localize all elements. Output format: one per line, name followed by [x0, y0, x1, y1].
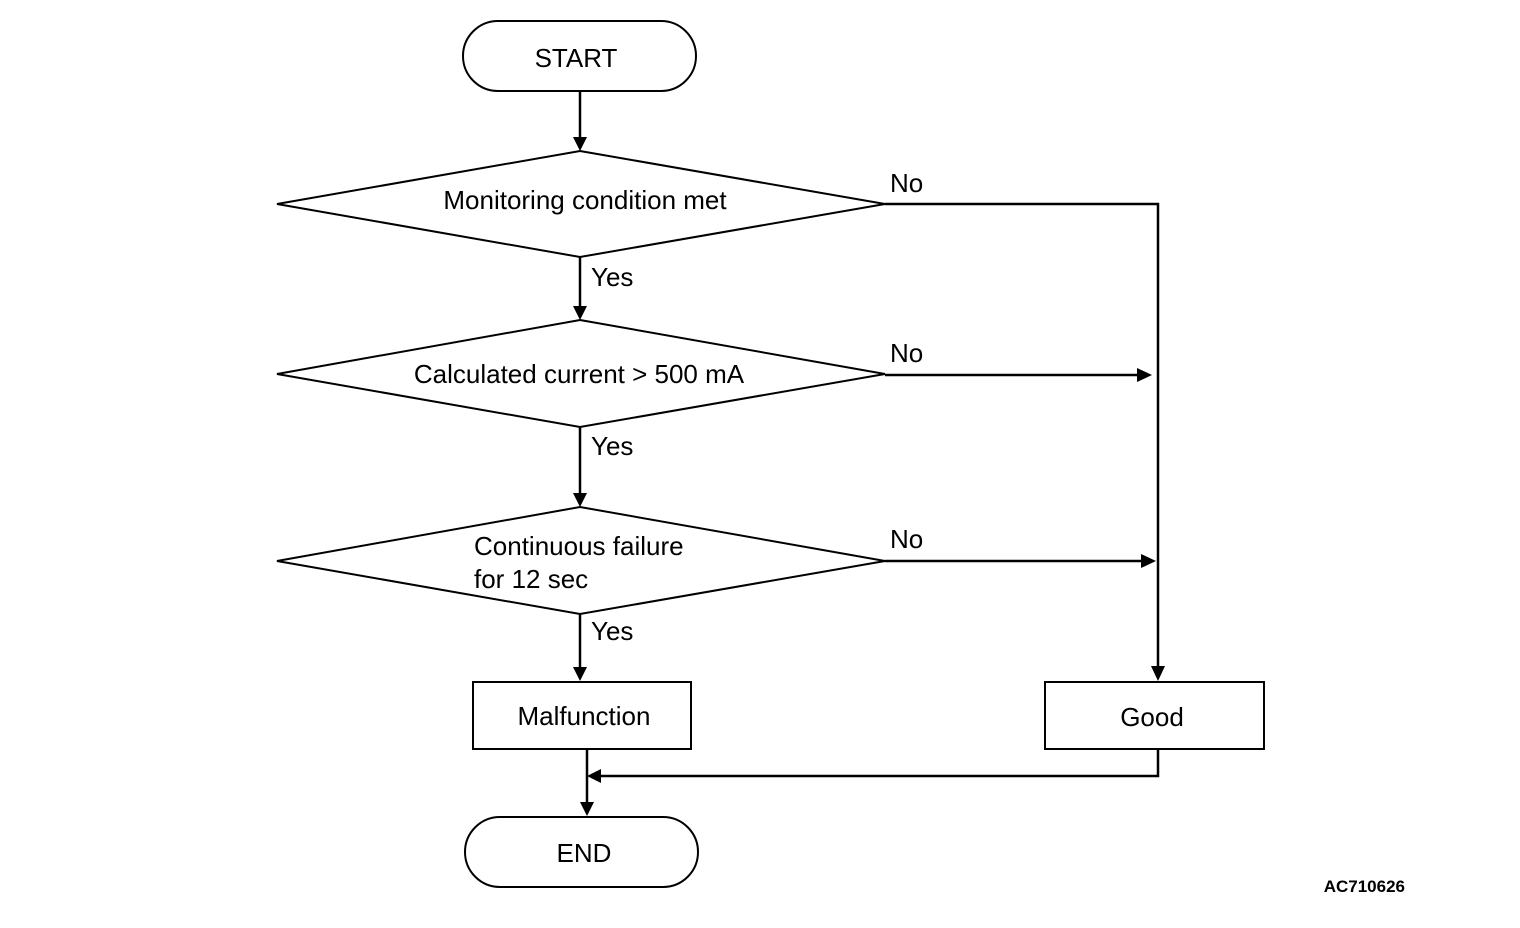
arrow-decision-1-no — [885, 202, 1160, 667]
start-label: START — [535, 43, 618, 73]
arrowhead-decision-3-no — [1141, 554, 1156, 568]
arrowhead-decision-3-yes — [573, 667, 587, 681]
arrow-good-to-end — [600, 749, 1160, 778]
decision-2-no-label: No — [890, 338, 923, 368]
arrowhead-decision-1-yes — [573, 306, 587, 320]
good-label: Good — [1120, 702, 1184, 732]
decision-1-yes-label: Yes — [591, 262, 633, 292]
decision-2-yes-label: Yes — [591, 431, 633, 461]
arrowhead-end — [580, 802, 594, 816]
arrowhead-start — [573, 137, 587, 151]
end-terminal — [464, 816, 699, 888]
arrowhead-decision-2-no — [1137, 368, 1152, 382]
decision-3-yes-label: Yes — [591, 616, 633, 646]
reference-code: AC710626 — [1324, 877, 1405, 896]
decision-3-no-label: No — [890, 524, 923, 554]
good-box — [1044, 681, 1265, 750]
arrowhead-to-good — [1151, 666, 1165, 681]
decision-3-label-line-1: Continuous failure — [474, 531, 684, 561]
decision-3-label-line-2: for 12 sec — [474, 564, 588, 594]
arrowhead-decision-2-yes — [573, 493, 587, 507]
decision-1-label: Monitoring condition met — [443, 185, 727, 215]
malfunction-box — [472, 681, 692, 750]
decision-1-no-label: No — [890, 168, 923, 198]
end-label: END — [557, 838, 612, 868]
arrowhead-good-join — [587, 769, 601, 783]
malfunction-label: Malfunction — [518, 701, 651, 731]
decision-2-label: Calculated current > 500 mA — [414, 359, 745, 389]
